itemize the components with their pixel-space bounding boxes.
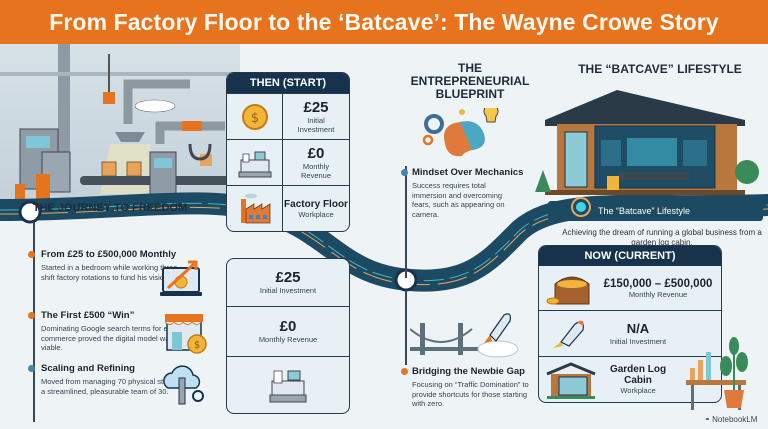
- batcave-marker-icon: [573, 199, 589, 215]
- factory-illustration: [0, 44, 240, 204]
- then-card-title: THEN (START): [227, 73, 349, 93]
- page-title: From Factory Floor to the ‘Batcave’: The…: [49, 8, 719, 35]
- now-row-investment: N/A Initial Investment: [539, 311, 721, 357]
- rocket-icon: [553, 320, 584, 348]
- bridge-rocket-icon: [410, 313, 519, 358]
- journey-milestone-2: The First £500 “Win” Dominating Google s…: [28, 310, 228, 353]
- lower-row-revenue: £0 Monthly Revenue: [227, 307, 349, 357]
- blueprint-milestone-1: Mindset Over Mechanics Success requires …: [401, 167, 531, 219]
- factory-icon: [240, 193, 270, 223]
- treasure-chest-icon: [546, 276, 590, 305]
- blueprint-timeline-top: [405, 166, 407, 278]
- now-card-title: NOW (CURRENT): [539, 246, 721, 266]
- cash-register-icon: [269, 370, 307, 403]
- now-card: NOW (CURRENT) £150,000 – £500,000 Monthl…: [538, 245, 722, 403]
- batcave-description: Achieving the dream of running a global …: [562, 228, 762, 247]
- milestone-dot: [401, 368, 408, 375]
- batcave-road-banner: [548, 201, 763, 221]
- coin-icon: $: [241, 103, 268, 130]
- factory-scene-icon: [0, 44, 240, 204]
- cloud-wrench-icon: [163, 365, 204, 405]
- now-row-workplace: Garden Log Cabin Workplace: [539, 357, 721, 402]
- then-row-workplace: Factory Floor Workplace: [227, 185, 349, 231]
- header-banner: From Factory Floor to the ‘Batcave’: The…: [0, 0, 768, 44]
- then-card-lower: £25 Initial Investment £0 Monthly Revenu…: [226, 258, 350, 414]
- then-row-revenue: £0 Monthly Revenue: [227, 139, 349, 185]
- batcave-road-label: The “Batcave” Lifestyle: [598, 206, 691, 216]
- journey-title: THE JOURNEY TO FREEDOM: [32, 202, 188, 214]
- lower-row-investment: £25 Initial Investment: [227, 259, 349, 307]
- log-cabin-illustration: [535, 90, 759, 195]
- notebooklm-brand: ◓ NotebookLM: [705, 415, 758, 424]
- milestone-dot: [401, 169, 408, 176]
- journey-milestone-1: From £25 to £500,000 Monthly Started in …: [28, 249, 228, 282]
- cash-register-icon: [238, 151, 271, 177]
- lower-row-icon: [227, 357, 349, 413]
- milestone-dot: [28, 312, 35, 319]
- blueprint-milestone-2: Bridging the Newbie Gap Focusing on “Tra…: [401, 366, 541, 409]
- blueprint-title: THE ENTREPRENEURIAL BLUEPRINT: [410, 61, 530, 101]
- notebooklm-logo-icon: ◓: [705, 415, 713, 424]
- now-row-revenue: £150,000 – £500,000 Monthly Revenue: [539, 266, 721, 311]
- milestone-dot: [28, 365, 35, 372]
- batcave-title: THE “BATCAVE” LIFESTYLE: [578, 62, 742, 76]
- blueprint-timeline-bottom: [405, 290, 407, 365]
- journey-timeline: [33, 222, 35, 422]
- journey-milestone-3: Scaling and Refining Moved from managing…: [28, 363, 228, 396]
- log-cabin-icon: [546, 361, 596, 399]
- desk-plant-icon: [686, 337, 748, 410]
- laptop-growth-icon: [160, 260, 202, 296]
- then-row-investment: $ £25 Initial Investment: [227, 93, 349, 139]
- svg-text:$: $: [194, 340, 200, 351]
- storefront-icon: $: [164, 314, 207, 354]
- then-card: THEN (START) $ £25 Initial Investment £0…: [226, 72, 350, 232]
- svg-text:$: $: [250, 111, 258, 126]
- milestone-dot: [28, 251, 35, 258]
- brain-gears-icon: [422, 108, 499, 157]
